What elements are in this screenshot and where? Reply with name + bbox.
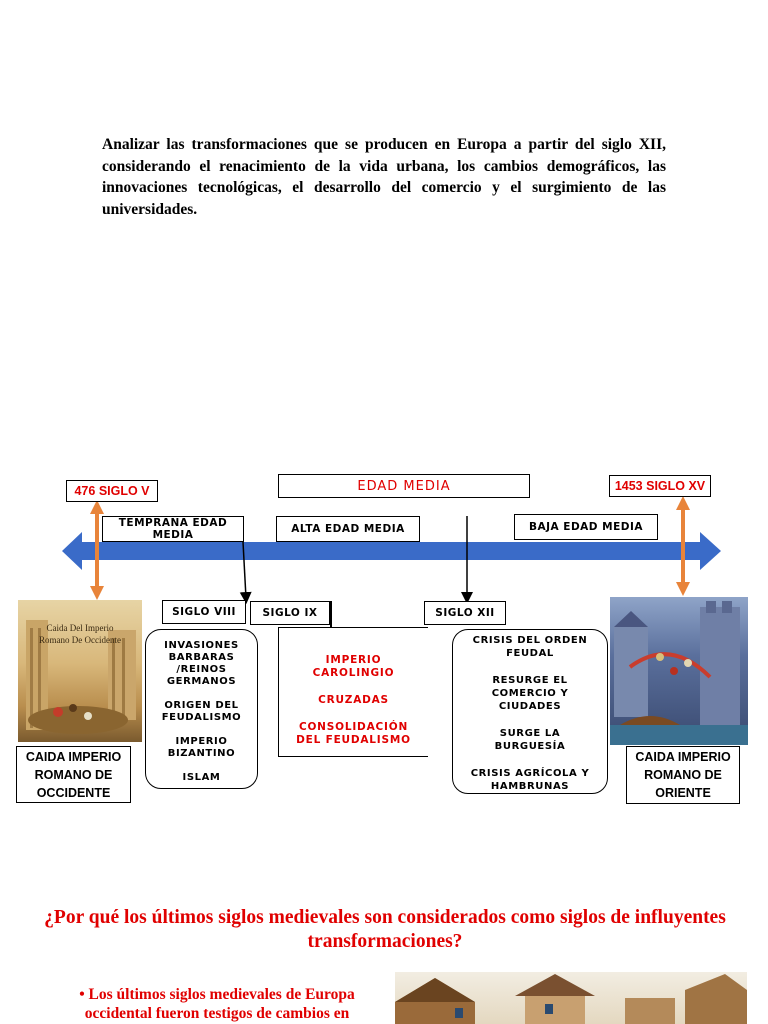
end-year-label: 1453 SIGLO XV bbox=[609, 475, 711, 497]
western-rome-caption: CAIDA IMPERIO ROMANO DE OCCIDENTE bbox=[16, 746, 131, 803]
events-left: INVASIONES BARBARAS /REINOS GERMANOS ORI… bbox=[145, 629, 258, 789]
event-item: ISLAM bbox=[182, 772, 221, 783]
century-viii: SIGLO VIII bbox=[162, 600, 246, 624]
events-right: CRISIS DEL ORDEN FEUDAL RESURGE EL COMER… bbox=[452, 629, 608, 794]
event-item: ORIGEN DEL FEUDALISMO bbox=[161, 700, 242, 723]
painting-caption-text: Caida Del Imperio Romano De Occidente bbox=[39, 623, 121, 645]
century-xii: SIGLO XII bbox=[424, 601, 506, 625]
question-heading: ¿Por qué los últimos siglos medievales s… bbox=[44, 907, 726, 952]
century-ix: SIGLO IX bbox=[250, 601, 330, 625]
event-item: IMPERIO BIZANTINO bbox=[167, 736, 236, 759]
event-item: CONSOLIDACIÓN DEL FEUDALISMO bbox=[296, 721, 411, 746]
period-baja: BAJA EDAD MEDIA bbox=[514, 514, 658, 540]
medieval-town-painting bbox=[395, 972, 747, 1024]
connector-viii bbox=[239, 541, 252, 604]
intro-paragraph: Analizar las transformaciones que se pro… bbox=[102, 136, 666, 218]
period-temprana: TEMPRANA EDAD MEDIA bbox=[102, 516, 244, 542]
bullet-text: • Los últimos siglos medievales de Europ… bbox=[56, 985, 378, 1023]
bullet-marker: • bbox=[79, 986, 85, 1003]
event-item: IMPERIO CAROLINGIO bbox=[312, 654, 395, 679]
start-year-label: 476 SIGLO V bbox=[66, 480, 158, 502]
eastern-rome-painting bbox=[610, 597, 748, 745]
orange-arrow-right bbox=[676, 496, 690, 596]
event-item: SURGE LA BURGUESÍA bbox=[494, 728, 566, 752]
eastern-rome-caption: CAIDA IMPERIO ROMANO DE ORIENTE bbox=[626, 746, 740, 804]
orange-arrow-left bbox=[90, 500, 104, 600]
event-item: CRISIS DEL ORDEN FEUDAL bbox=[472, 635, 588, 659]
event-item: INVASIONES BARBARAS /REINOS GERMANOS bbox=[164, 640, 239, 687]
edad-media-title: EDAD MEDIA bbox=[278, 474, 530, 498]
events-middle: IMPERIO CAROLINGIO CRUZADAS CONSOLIDACIÓ… bbox=[278, 627, 428, 757]
timeline-arrow bbox=[62, 532, 721, 570]
bullet-body: Los últimos siglos medievales de Europa … bbox=[84, 986, 355, 1022]
events-middle-divider bbox=[330, 601, 332, 627]
period-alta: ALTA EDAD MEDIA bbox=[276, 516, 420, 542]
western-rome-painting: Caida Del Imperio Romano De Occidente bbox=[18, 600, 142, 742]
event-item: RESURGE EL COMERCIO Y CIUDADES bbox=[491, 675, 569, 712]
event-item: CRUZADAS bbox=[318, 694, 389, 706]
event-item: CRISIS AGRÍCOLA Y HAMBRUNAS bbox=[470, 768, 590, 792]
